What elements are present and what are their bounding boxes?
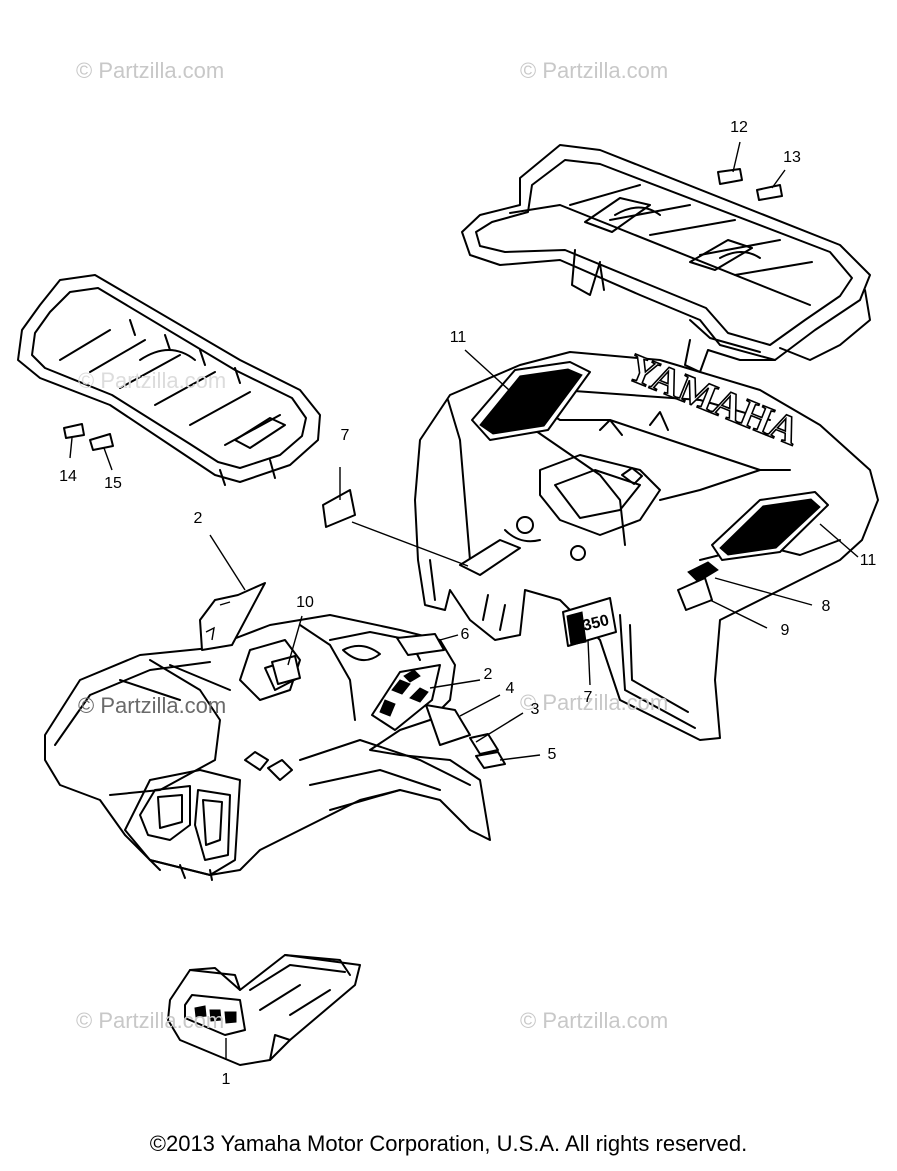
callout-11: 11: [449, 329, 467, 346]
callout-6: 6: [460, 626, 470, 643]
callout-5: 5: [547, 746, 557, 763]
callout-2: 2: [193, 510, 203, 527]
watermark: © Partzilla.com: [520, 690, 669, 715]
callout-8: 8: [821, 598, 831, 615]
watermark: © Partzilla.com: [76, 1008, 225, 1033]
callout-1: 1: [221, 1071, 231, 1088]
model-decal-text: 350: [581, 612, 611, 635]
model-decal: 350: [562, 597, 617, 647]
front-carrier: [17, 274, 321, 486]
callout-3: 3: [530, 701, 540, 718]
callout-15: 15: [104, 475, 122, 492]
callout-10: 10: [296, 594, 314, 611]
watermark: © Partzilla.com: [520, 1008, 669, 1033]
callout-2: 2: [483, 666, 493, 683]
copyright-footer: ©2013 Yamaha Motor Corporation, U.S.A. A…: [149, 1131, 748, 1156]
callout-9: 9: [780, 622, 790, 639]
watermark: © Partzilla.com: [76, 58, 225, 83]
watermark: © Partzilla.com: [78, 368, 227, 393]
callout-7: 7: [340, 427, 350, 444]
callout-13: 13: [783, 149, 801, 166]
watermark: © Partzilla.com: [78, 693, 227, 718]
rear-carrier: [461, 144, 871, 373]
watermark: © Partzilla.com: [520, 58, 669, 83]
leader-lines: [69, 141, 859, 1060]
callout-11: 11: [859, 552, 877, 569]
callout-12: 12: [730, 119, 748, 136]
callout-4: 4: [505, 680, 515, 697]
callout-14: 14: [59, 468, 77, 485]
fender-brand-text: YAMAHA: [622, 345, 807, 454]
callout-7: 7: [583, 689, 593, 706]
front-fender: [44, 614, 491, 881]
front-guard-panel: [167, 954, 361, 1066]
loose-decals: [63, 168, 783, 769]
